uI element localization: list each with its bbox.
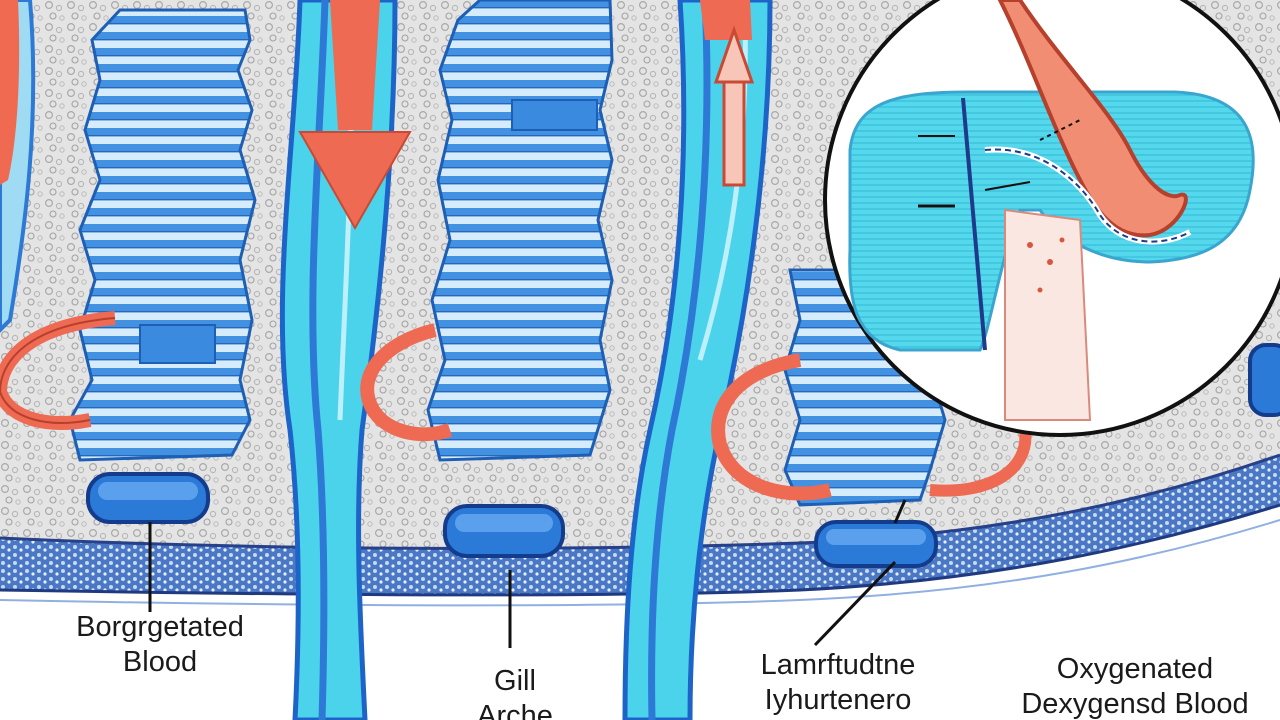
gill-filament-2	[426, 0, 614, 462]
arrow-down-deoxygenated	[298, 131, 412, 231]
label-right: Oxygenated Dexygensd Blood	[1010, 652, 1260, 720]
label-lamella: Lamrftudtne Iyhurtenero	[738, 648, 938, 718]
label-blood-left-line1: Borgrgetated	[76, 611, 244, 643]
label-gill-arch: Gill Arche	[445, 664, 585, 720]
label-blood-left-line2: Blood	[122, 645, 198, 678]
leader-lines	[148, 499, 907, 648]
magnified-inset	[823, 0, 1280, 437]
label-right-line2: Dexygensd Blood	[1021, 687, 1249, 720]
gill-filament-1	[68, 8, 257, 462]
label-lamella-line1: Lamrftudtne	[760, 649, 916, 681]
label-gill-arch-line1: Gill	[494, 665, 536, 697]
label-lamella-line2: Iyhurtenero	[764, 683, 912, 716]
capsule-nodes	[86, 343, 1280, 568]
label-right-line1: Oxygenated	[1056, 653, 1214, 685]
label-gill-arch-line2: Arche	[477, 699, 553, 720]
vessel-left-edge	[0, 0, 36, 333]
arrow-up-oxygenated	[713, 25, 755, 187]
label-blood-left: Borgrgetated Blood	[50, 610, 270, 680]
